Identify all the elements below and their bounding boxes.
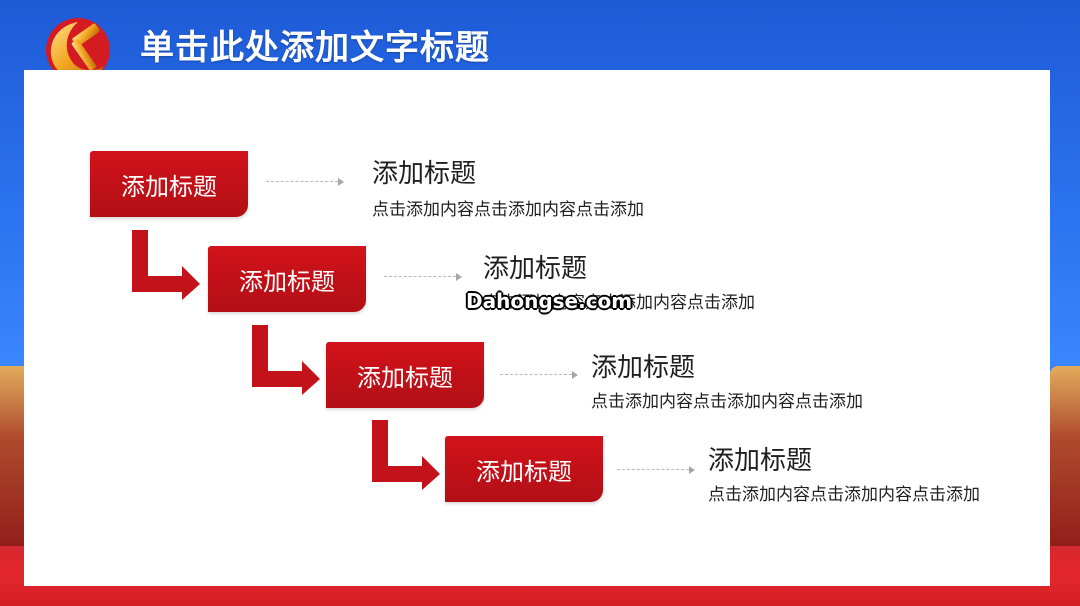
step-desc-1[interactable]: 点击添加内容点击添加内容点击添加 [372, 200, 644, 220]
palace-decoration-right [1050, 366, 1080, 546]
step-desc-3[interactable]: 点击添加内容点击添加内容点击添加 [591, 392, 863, 412]
step-desc-4[interactable]: 点击添加内容点击添加内容点击添加 [708, 485, 980, 505]
dotted-arrow-1 [266, 178, 344, 186]
step-box-1[interactable]: 添加标题 [90, 151, 248, 217]
page-title[interactable]: 单击此处添加文字标题 [140, 28, 490, 68]
step-box-2[interactable]: 添加标题 [208, 246, 366, 312]
dotted-arrow-2 [384, 273, 462, 281]
content-panel [24, 70, 1050, 586]
dotted-arrow-3 [500, 371, 578, 379]
party-emblem-icon [46, 18, 110, 82]
step-title-4[interactable]: 添加标题 [708, 446, 813, 476]
step-title-3[interactable]: 添加标题 [591, 353, 696, 383]
dotted-arrow-4 [617, 466, 695, 474]
bend-arrow-3 [372, 420, 440, 490]
step-box-4[interactable]: 添加标题 [445, 436, 603, 502]
step-title-2[interactable]: 添加标题 [483, 254, 588, 284]
bend-arrow-1 [132, 230, 200, 300]
bend-arrow-2 [252, 325, 320, 395]
watermark: Dahongse.com [466, 289, 633, 313]
step-box-3[interactable]: 添加标题 [326, 342, 484, 408]
step-desc-2[interactable]: 点击添加内容点击添加内容点击添加 [483, 293, 755, 313]
step-title-1[interactable]: 添加标题 [372, 159, 477, 189]
